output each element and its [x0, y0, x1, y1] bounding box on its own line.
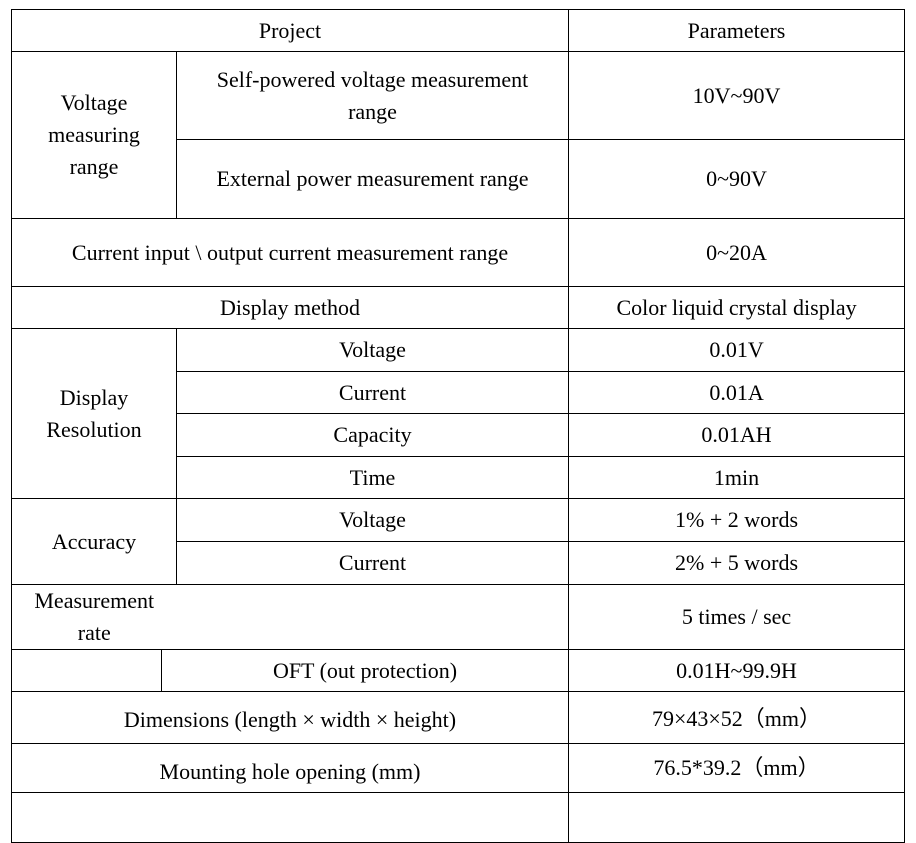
current-range-value: 0~20A [568, 218, 906, 287]
voltage-range-group-label: Voltage measuring range [11, 51, 177, 219]
self-powered-label: Self-powered voltage measurement range [175, 51, 570, 140]
header-parameters: Parameters [568, 9, 906, 52]
table-row: OFT (out protection) 0.01H~99.9H [11, 649, 906, 692]
dimensions-label: Dimensions (length × width × height) [10, 691, 570, 744]
measurement-rate-label: Measurement rate [11, 584, 177, 650]
accuracy-group-label: Accuracy [11, 498, 177, 585]
resolution-current-value: 0.01A [568, 371, 906, 414]
empty-cell [10, 792, 570, 843]
display-method-value: Color liquid crystal display [568, 286, 906, 329]
table-row: Accuracy Voltage 1% + 2 words [11, 498, 906, 585]
self-powered-value: 10V~90V [568, 51, 906, 140]
oft-label: OFT (out protection) [160, 649, 570, 692]
specifications-table: Project Parameters Voltage measuring ran… [10, 9, 906, 843]
table-row: External power measurement range 0~90V [12, 139, 906, 219]
resolution-capacity-value: 0.01AH [568, 413, 906, 457]
mounting-hole-label: Mounting hole opening (mm) [10, 743, 570, 793]
accuracy-voltage-label: Voltage [175, 498, 570, 542]
mounting-hole-value: 76.5*39.2（mm） [568, 743, 906, 793]
table-header-row: Project Parameters [10, 9, 906, 52]
external-power-value: 0~90V [568, 139, 906, 219]
resolution-capacity-label: Capacity [175, 413, 570, 457]
oft-blank-cell [11, 649, 162, 692]
display-resolution-group-label: Display Resolution [11, 328, 177, 499]
table-row: Current 2% + 5 words [12, 541, 906, 585]
display-method-label: Display method [10, 286, 570, 329]
table-row: Current input \ output current measureme… [10, 218, 906, 287]
resolution-voltage-value: 0.01V [568, 328, 906, 372]
table-row: Measurement rate 5 times / sec [11, 584, 906, 650]
accuracy-current-label: Current [175, 541, 570, 585]
table-row: Voltage measuring range Self-powered vol… [11, 51, 906, 219]
oft-value: 0.01H~99.9H [568, 649, 906, 692]
table-row: Mounting hole opening (mm) 76.5*39.2（mm） [10, 743, 906, 793]
accuracy-current-value: 2% + 5 words [568, 541, 906, 585]
table-row: Display Resolution Voltage 0.01V [11, 328, 906, 499]
external-power-label: External power measurement range [175, 139, 570, 219]
current-range-label: Current input \ output current measureme… [10, 218, 570, 287]
resolution-current-label: Current [175, 371, 570, 414]
empty-cell [568, 792, 906, 843]
table-row [10, 792, 906, 843]
table-row: Display method Color liquid crystal disp… [10, 286, 906, 329]
header-project: Project [10, 9, 570, 52]
accuracy-voltage-value: 1% + 2 words [568, 498, 906, 542]
measurement-rate-value: 5 times / sec [568, 584, 906, 650]
resolution-time-label: Time [175, 456, 570, 499]
table-row: Dimensions (length × width × height) 79×… [10, 691, 906, 744]
dimensions-value: 79×43×52（mm） [568, 691, 906, 744]
resolution-voltage-label: Voltage [175, 328, 570, 372]
measurement-rate-spacer [176, 584, 570, 650]
resolution-time-value: 1min [568, 456, 906, 499]
